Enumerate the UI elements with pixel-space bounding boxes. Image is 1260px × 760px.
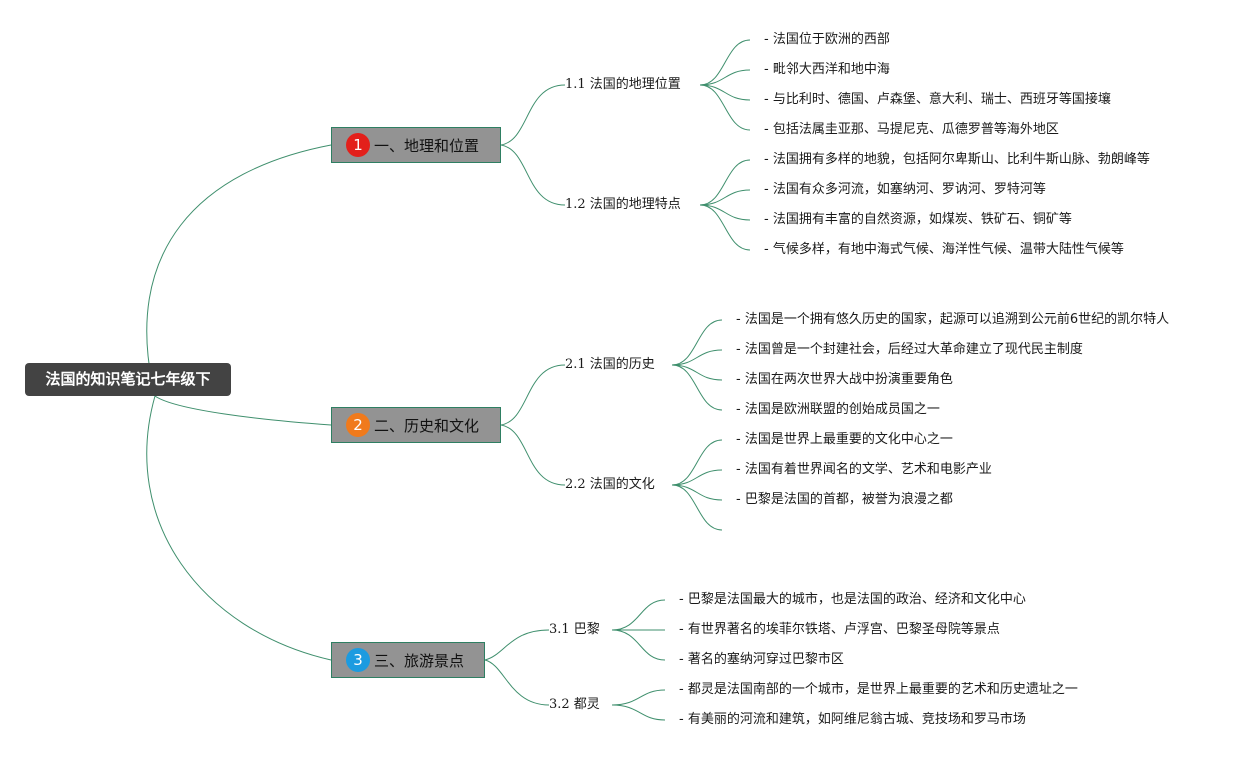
subtopic-node[interactable]: 3.1 巴黎 [549, 622, 600, 637]
leaf-item[interactable]: - 气候多样，有地中海式气候、海洋性气候、温带大陆性气候等 [764, 242, 1124, 257]
branch-title: 三、旅游景点 [374, 651, 465, 670]
leaf-item[interactable]: - 有美丽的河流和建筑，如阿维尼翁古城、竞技场和罗马市场 [679, 712, 1026, 727]
leaf-item[interactable]: - 法国拥有多样的地貌，包括阿尔卑斯山、比利牛斯山脉、勃朗峰等 [764, 152, 1150, 167]
leaf-item[interactable]: - 都灵是法国南部的一个城市，是世界上最重要的艺术和历史遗址之一 [679, 682, 1078, 697]
leaf-item[interactable]: - 包括法属圭亚那、马提尼克、瓜德罗普等海外地区 [764, 122, 1059, 137]
root-node[interactable]: 法国的知识笔记七年级下 [25, 363, 231, 396]
subtopic-node[interactable]: 3.2 都灵 [549, 697, 600, 712]
subtopic-node[interactable]: 2.2 法国的文化 [565, 477, 655, 492]
leaf-item[interactable]: - 著名的塞纳河穿过巴黎市区 [679, 652, 844, 667]
root-title: 法国的知识笔记七年级下 [45, 370, 211, 388]
leaf-item[interactable]: - 毗邻大西洋和地中海 [764, 62, 890, 77]
branch-title: 二、历史和文化 [374, 416, 480, 435]
subtopic-node[interactable]: 1.2 法国的地理特点 [565, 197, 681, 212]
leaf-item[interactable]: - 法国有众多河流，如塞纳河、罗讷河、罗特河等 [764, 182, 1046, 197]
leaf-item[interactable]: - 有世界著名的埃菲尔铁塔、卢浮宫、巴黎圣母院等景点 [679, 622, 1000, 637]
subtopic-node[interactable]: 2.1 法国的历史 [565, 357, 655, 372]
number-badge-icon: 3 [346, 648, 370, 672]
branch-node-tourism[interactable]: 3 三、旅游景点 [331, 642, 485, 678]
branch-title: 一、地理和位置 [374, 136, 480, 155]
leaf-item[interactable]: - 与比利时、德国、卢森堡、意大利、瑞士、西班牙等国接壤 [764, 92, 1111, 107]
branch-node-geography[interactable]: 1 一、地理和位置 [331, 127, 501, 163]
leaf-item[interactable]: - 巴黎是法国的首都，被誉为浪漫之都 [736, 492, 953, 507]
subtopic-node[interactable]: 1.1 法国的地理位置 [565, 77, 681, 92]
leaf-item[interactable]: - 法国在两次世界大战中扮演重要角色 [736, 372, 953, 387]
leaf-item[interactable]: - 法国是欧洲联盟的创始成员国之一 [736, 402, 940, 417]
branch-node-history-culture[interactable]: 2 二、历史和文化 [331, 407, 501, 443]
leaf-item[interactable]: - 法国是一个拥有悠久历史的国家，起源可以追溯到公元前6世纪的凯尔特人 [736, 312, 1170, 327]
leaf-item[interactable]: - 法国位于欧洲的西部 [764, 32, 890, 47]
leaf-item[interactable]: - 法国曾是一个封建社会，后经过大革命建立了现代民主制度 [736, 342, 1083, 357]
number-badge-icon: 2 [346, 413, 370, 437]
number-badge-icon: 1 [346, 133, 370, 157]
leaf-item[interactable]: - 巴黎是法国最大的城市，也是法国的政治、经济和文化中心 [679, 592, 1026, 607]
leaf-item[interactable]: - 法国拥有丰富的自然资源，如煤炭、铁矿石、铜矿等 [764, 212, 1072, 227]
leaf-item[interactable]: - 法国是世界上最重要的文化中心之一 [736, 432, 953, 447]
leaf-item[interactable]: - 法国有着世界闻名的文学、艺术和电影产业 [736, 462, 992, 477]
